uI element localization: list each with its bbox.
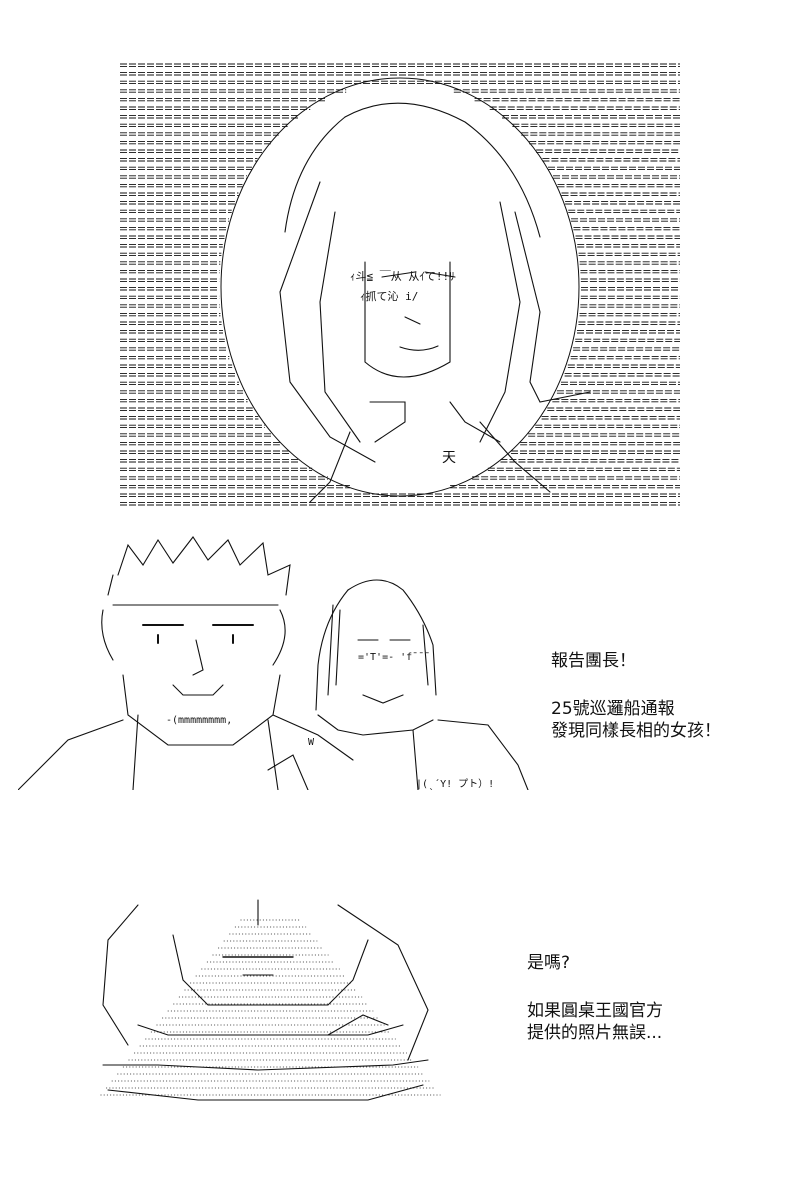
collar-fold bbox=[267, 754, 309, 790]
two-men-reporting-art: -(mmmmmmmm, ='T'=- 'f¯¯¯ |(ˎ´Y! プト）! W bbox=[18, 535, 538, 790]
hair-right-strands bbox=[479, 201, 521, 443]
dialogue-line: 報告團長！ bbox=[551, 651, 636, 671]
hair-outline bbox=[344, 102, 541, 238]
eyebrow bbox=[424, 271, 456, 278]
mask-outline bbox=[172, 934, 369, 1006]
eye-glyphs: ='T'=- 'f¯¯¯ bbox=[358, 652, 430, 663]
jaw bbox=[122, 674, 281, 746]
dialogue-report: 報告團長！ 25號巡邏船通報 發現同樣長相的女孩！ bbox=[551, 650, 721, 742]
left-shoulder bbox=[18, 719, 124, 790]
panel-2: -(mmmmmmmm, ='T'=- 'f¯¯¯ |(ˎ´Y! プト）! W 報告團長… bbox=[0, 525, 800, 795]
nose bbox=[404, 316, 421, 325]
hood-outline bbox=[337, 904, 429, 1061]
dialogue-line: 是嗎? bbox=[527, 953, 571, 973]
cheek-fold bbox=[327, 1014, 389, 1036]
chest-glyph: 天 bbox=[442, 450, 456, 466]
shoulder-right bbox=[479, 421, 551, 493]
collar bbox=[369, 401, 406, 443]
dialogue-line: 25號巡邏船通報 bbox=[551, 699, 675, 719]
spiky-hair bbox=[117, 536, 291, 596]
mouth bbox=[399, 345, 439, 351]
hair-left-strands bbox=[279, 181, 376, 463]
torso-line bbox=[132, 714, 139, 790]
collar-line bbox=[107, 1084, 424, 1101]
spiky-hair bbox=[107, 574, 114, 596]
cheek-lines bbox=[172, 684, 224, 696]
long-hair bbox=[347, 579, 437, 696]
panel-3: 是嗎? 如果圓桌王國官方 提供的照片無誤... bbox=[0, 890, 800, 1110]
dialogue-line: 如果圓桌王國官方 bbox=[527, 1001, 663, 1021]
left-ear bbox=[101, 609, 114, 661]
nose bbox=[192, 639, 204, 676]
coat-glyphs: |(ˎ´Y! プト）! bbox=[416, 778, 494, 790]
close-up-listener-art bbox=[98, 895, 443, 1105]
hair-left-strands bbox=[319, 211, 361, 443]
collar-line bbox=[102, 1059, 429, 1071]
face-outline bbox=[364, 261, 451, 378]
dialogue-line: 提供的照片無誤... bbox=[527, 1023, 663, 1043]
dialogue-line: 發現同樣長相的女孩！ bbox=[551, 721, 721, 741]
chin-line bbox=[317, 714, 434, 736]
eyes bbox=[157, 634, 234, 644]
long-hair bbox=[315, 589, 349, 711]
mouth bbox=[362, 694, 404, 704]
mouth-glyph: -(mmmmmmmm, bbox=[166, 715, 232, 726]
dialogue-reply: 是嗎? 如果圓桌王國官方 提供的照片無誤... bbox=[527, 952, 663, 1044]
eye-glyphs: ｨ斗≦ ￣从 从ｲて!!ﾘ bbox=[350, 269, 455, 283]
torso-line bbox=[267, 719, 279, 790]
jaw-line bbox=[137, 1024, 404, 1036]
hair-strands bbox=[327, 604, 429, 696]
panel-1: ｨ斗≦ ￣从 从ｲて!!ﾘ ｨ抓て沁 i/天 bbox=[0, 0, 800, 520]
hood-outline bbox=[102, 904, 139, 1046]
collar bbox=[449, 401, 501, 443]
hair-right-strands bbox=[514, 211, 591, 403]
oval-vignette-edge bbox=[220, 77, 580, 497]
hair-outline bbox=[284, 116, 346, 233]
right-shoulder bbox=[437, 719, 529, 790]
eye-glyphs: ｨ抓て沁 i/ bbox=[360, 289, 418, 303]
shoulder-glyphs: W bbox=[308, 737, 315, 748]
right-shoulder bbox=[272, 714, 354, 761]
right-ear bbox=[272, 609, 286, 666]
shoulder-left bbox=[309, 431, 351, 503]
framed-portrait-art: ｨ斗≦ ￣从 从ｲて!!ﾘ ｨ抓て沁 i/天 bbox=[120, 62, 680, 510]
torso-line bbox=[412, 729, 419, 790]
eyebrow bbox=[381, 271, 416, 278]
